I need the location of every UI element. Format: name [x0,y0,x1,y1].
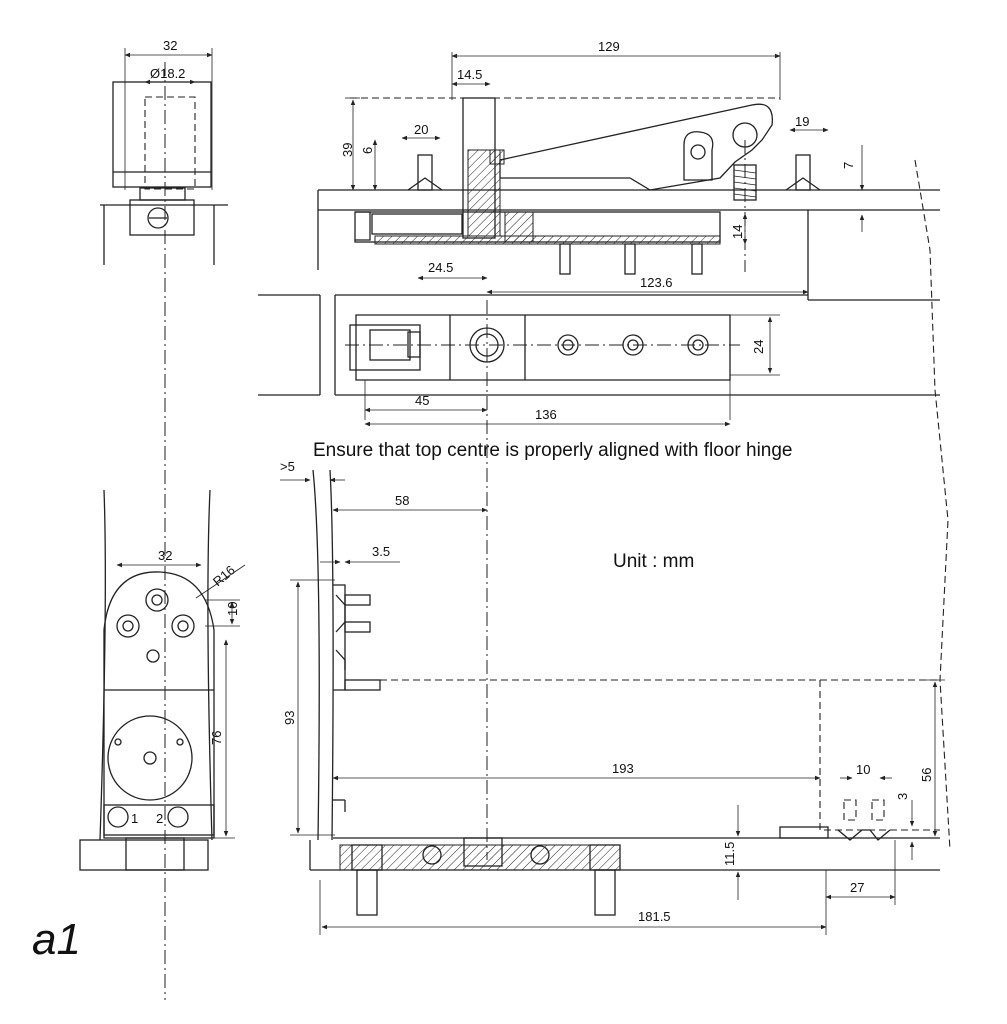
dim-20: 20 [414,122,428,137]
dim-193: 193 [612,761,634,776]
dim-3: 3 [895,793,910,800]
floor-hinge-plan-view: 1 2 32 R16 10 76 [79,489,246,871]
top-pivot-plan-view: 24 45 136 [258,294,940,427]
dim-45: 45 [415,393,429,408]
top-pivot-side-view: 32 Ø18.2 [100,38,228,1000]
dim-top-width: 32 [163,38,177,53]
dim-39: 39 [340,143,355,157]
dim-58: 58 [395,493,409,508]
dim-bottom-width: 32 [158,548,172,563]
dim-27: 27 [850,880,864,895]
alignment-note: Ensure that top centre is properly align… [313,440,793,461]
dim-gt5: >5 [280,459,295,474]
door-elevation-view: >5 58 3.5 93 193 [280,459,945,935]
dim-14: 14 [730,225,745,239]
dim-3-5: 3.5 [372,544,390,559]
dim-93: 93 [282,711,297,725]
dim-56: 56 [919,768,934,782]
dim-10-detail: 10 [856,762,870,777]
dim-r16: R16 [210,562,238,589]
dim-19: 19 [795,114,809,129]
dim-76: 76 [209,731,224,745]
top-pivot-section-view: 129 14.5 39 6 20 19 7 [317,39,951,851]
screw-2-label: 2 [156,811,163,826]
dim-7: 7 [841,162,856,169]
dim-14-5: 14.5 [457,67,482,82]
dim-181-5: 181.5 [638,909,671,924]
drawing-label: a1 [32,915,81,964]
unit-note: Unit : mm [613,551,694,572]
dim-24-5: 24.5 [428,260,453,275]
dim-6: 6 [360,147,375,154]
dim-top-dia: Ø18.2 [150,66,185,81]
screw-1-label: 1 [131,811,138,826]
dim-129: 129 [598,39,620,54]
dim-10: 10 [225,602,240,616]
dim-24: 24 [751,340,766,354]
dim-11-5: 11.5 [722,842,737,866]
dim-136: 136 [535,407,557,422]
dim-123-6: 123.6 [640,275,673,290]
